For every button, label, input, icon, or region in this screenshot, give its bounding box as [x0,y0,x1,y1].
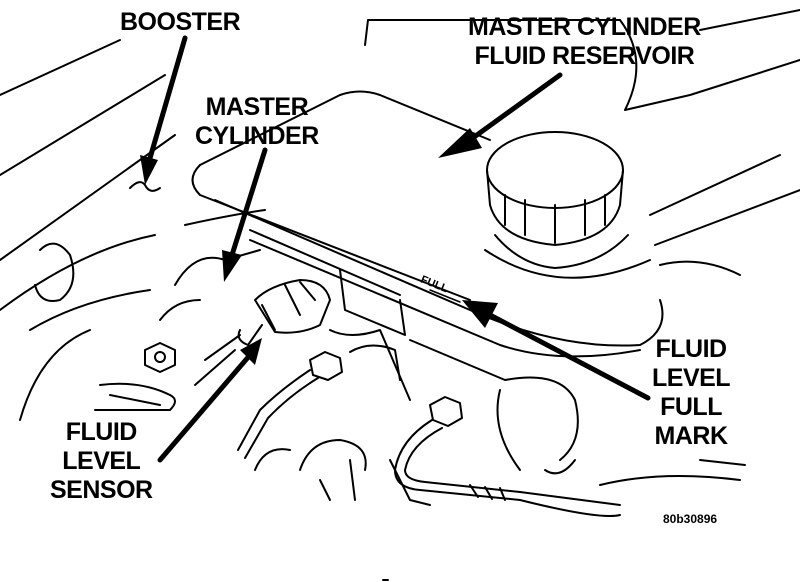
master-cylinder-arrow [222,147,268,282]
callout-master-cylinder: MASTER CYLINDER [195,93,319,151]
callout-line: MASTER [205,93,309,121]
callout-line: BOOSTER [120,8,241,36]
figure-number: 80b30896 [663,512,718,526]
callout-line: LEVEL [652,364,731,392]
callout-fluid-level-sensor: FLUID LEVEL SENSOR [50,418,153,505]
callout-line: MARK [654,422,729,450]
callout-line: FLUID RESERVOIR [474,42,695,70]
master-cylinder-body [159,249,579,506]
callout-line: SENSOR [50,476,153,504]
reservoir-cap [484,131,651,279]
sensor-arrow [157,338,262,463]
level-sensor-connector [194,279,331,386]
callout-line: FULL [660,393,722,421]
callout-booster: BOOSTER [120,8,241,37]
base-curve [599,459,746,486]
callout-fluid-reservoir: MASTER CYLINDER FLUID RESERVOIR [468,13,701,71]
callout-line: MASTER CYLINDER [468,13,701,41]
reservoir-arrow [438,72,563,158]
callout-line: CYLINDER [195,122,319,150]
brake-lines [237,351,621,517]
mounting-bolt [94,342,176,411]
full-mark-arrow [462,300,651,401]
booster-arrow [129,35,188,192]
callout-line: LEVEL [62,447,141,475]
callout-line: FLUID [655,335,727,363]
callout-line: FLUID [65,418,138,446]
callout-fluid-level-full-mark: FLUID LEVEL FULL MARK [652,335,731,451]
outlet-ports [254,344,401,501]
booster-body [0,39,266,421]
